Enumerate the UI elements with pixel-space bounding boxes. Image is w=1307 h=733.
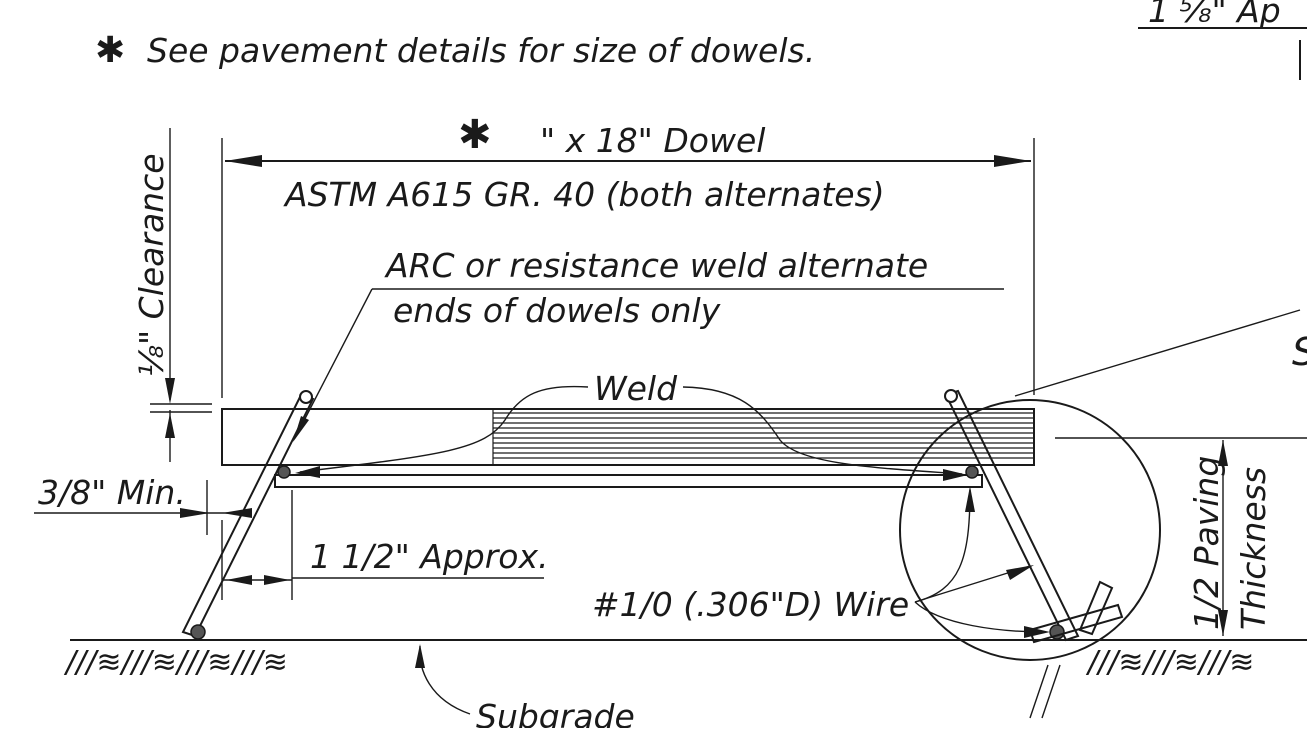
dowel-hatching [492,409,1034,465]
approx-label: 1 1/2" Approx. [310,537,549,576]
dim-arrow-right [994,155,1031,167]
wire-leader-up [914,489,971,603]
weld-leader-arrow-right [943,469,968,481]
weld-note-line2: ends of dowels only [393,291,721,330]
top-wire [274,474,983,488]
weld-note-leader [294,288,373,439]
weld-dot-left [277,465,291,479]
right-leg-top-end [944,389,958,403]
approx-arrow-left [226,575,252,585]
wire-arrow-up [965,486,975,512]
weld-leader-left [299,385,589,473]
paving-arrow-up [1218,440,1228,466]
wire-arrow-diag [1006,565,1034,580]
break-line-2 [1041,664,1061,719]
left-leg-top-end [299,390,313,404]
clearance-arrow-up [165,413,175,438]
weld-note-arrow [293,416,309,442]
top-right-fragment: 1 ⁵⁄₈" Ap [1148,0,1281,30]
subgrade-arrow [415,644,425,668]
weld-leader-arrow-left [295,466,320,478]
weld-leader-right [682,386,963,475]
paving-arrow-down [1218,610,1228,636]
pavement-slab [221,408,1035,466]
paving-label-line2: Thickness [1234,467,1273,630]
clip-bar [1028,603,1124,644]
subgrade-leader [419,645,471,715]
weld-dot-right [965,465,979,479]
weld-note-line1: ARC or resistance weld alternate [384,246,928,285]
note-symbol: ✱ [95,30,125,71]
min-arrow-right [180,508,210,518]
subgrade-hatch-right: ///≋///≋///≋ [1085,645,1254,680]
min-label: 3/8" Min. [38,473,186,512]
detail-clip [1028,580,1124,644]
detail-callout-leader [1014,309,1301,397]
detail-circle [899,399,1161,661]
weld-label: Weld [594,369,678,408]
dowel-symbol: ✱ [458,112,492,158]
break-line-1 [1029,664,1049,719]
clearance-label: ⅛" Clearance [132,153,171,377]
subgrade-label: Subgrade [476,697,635,728]
subgrade-hatch-left: ///≋///≋///≋///≋ [63,645,288,680]
dowel-label: " x 18" Dowel [540,121,765,160]
dim-arrow-left [225,155,262,167]
min-arrow-left [222,508,252,518]
paving-label-line1: 1/2 Paving [1187,456,1226,630]
clearance-arrow-down [165,378,175,404]
astm-label: ASTM A615 GR. 40 (both alternates) [283,175,885,214]
note-text: See pavement details for size of dowels. [147,31,815,70]
wire-label: #1/0 (.306"D) Wire [592,585,909,624]
approx-arrow-right [264,575,290,585]
right-edge-fragment: S [1292,330,1307,374]
clip-post [1078,580,1114,636]
left-leg-bottom-weld [190,624,206,640]
